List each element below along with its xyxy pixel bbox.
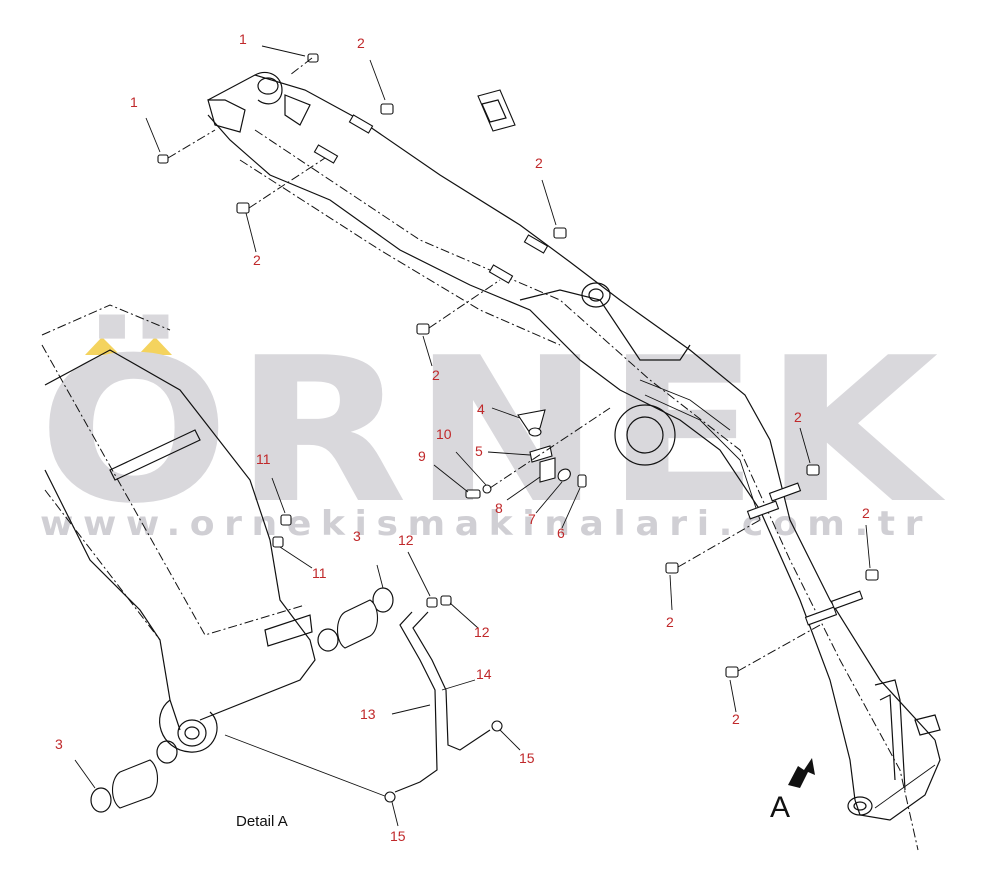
callout-1: 1 [130,94,138,110]
callout-2: 2 [253,252,261,268]
part-2-spacer-e [806,464,820,476]
part-15-nut-a [491,720,503,732]
watermark-brand: ÖRNEK [38,314,946,548]
part-3-seal-lower [90,787,112,813]
watermark: ÖRNEK www.ornekismakinalari.com.tr [38,314,946,548]
part-11-fitting-a [280,514,292,526]
part-3-bushing-lower [111,759,159,809]
part-2-spacer-d [416,323,430,335]
callout-2: 2 [732,711,740,727]
part-15-nut-b [384,791,396,803]
direction-arrow-icon [477,89,516,132]
part-9-bolt [465,489,481,499]
part-3-bushing-upper [336,599,379,649]
callout-2: 2 [432,367,440,383]
view-a-arrow [788,758,815,788]
callout-1: 1 [239,31,247,47]
watermark-url: www.ornekismakinalari.com.tr [40,504,932,544]
callout-9: 9 [418,448,426,464]
callout-2: 2 [535,155,543,171]
part-10-washer [482,484,492,494]
part-14-tube [412,611,491,751]
callout-10: 10 [436,426,452,442]
part-1-fitting-left [157,154,169,164]
callout-2: 2 [794,409,802,425]
callout-12: 12 [474,624,490,640]
part-2-spacer-h [725,666,739,678]
watermark-accent-right [138,337,172,355]
callout-3: 3 [353,528,361,544]
callout-2: 2 [666,614,674,630]
detail-a-boom [41,304,391,799]
part-12-fitting-a [426,597,438,608]
boom-line-brackets [313,114,864,626]
callout-8: 8 [495,500,503,516]
part-6-bolt [577,474,587,488]
callout-2: 2 [862,505,870,521]
callout-15: 15 [519,750,535,766]
part-2-spacer-b [236,202,250,214]
callout-15: 15 [390,828,406,844]
detail-caption: Detail A [236,813,288,830]
part-2-spacer-c [553,227,567,239]
callout-11: 11 [312,565,327,581]
callout-6: 6 [557,525,565,541]
part-12-fitting-b [440,595,452,606]
callout-13: 13 [360,706,376,722]
part-11-fitting-b [272,536,284,548]
main-boom [207,71,941,851]
callout-5: 5 [475,443,483,459]
callout-2: 2 [357,35,365,51]
part-2-spacer-f [665,562,679,574]
callout-3: 3 [55,736,63,752]
view-label: A [770,791,790,824]
callout-14: 14 [476,666,492,682]
callout-12: 12 [398,532,414,548]
part-8-bracket [539,457,556,483]
part-1-fitting-top [307,53,319,63]
callout-4: 4 [477,401,485,417]
part-13-tube [394,611,438,793]
part-2-spacer-g [865,569,879,581]
callout-7: 7 [528,511,536,527]
callout-11: 11 [256,451,271,467]
callout-labels: 1 1 2 2 2 2 2 2 2 2 2 3 3 4 5 6 7 8 9 10… [55,31,870,844]
part-7-washer [557,468,571,482]
part-2-spacer-a [380,103,394,115]
leader-lines [74,45,871,827]
part-4-clamp [517,409,546,434]
